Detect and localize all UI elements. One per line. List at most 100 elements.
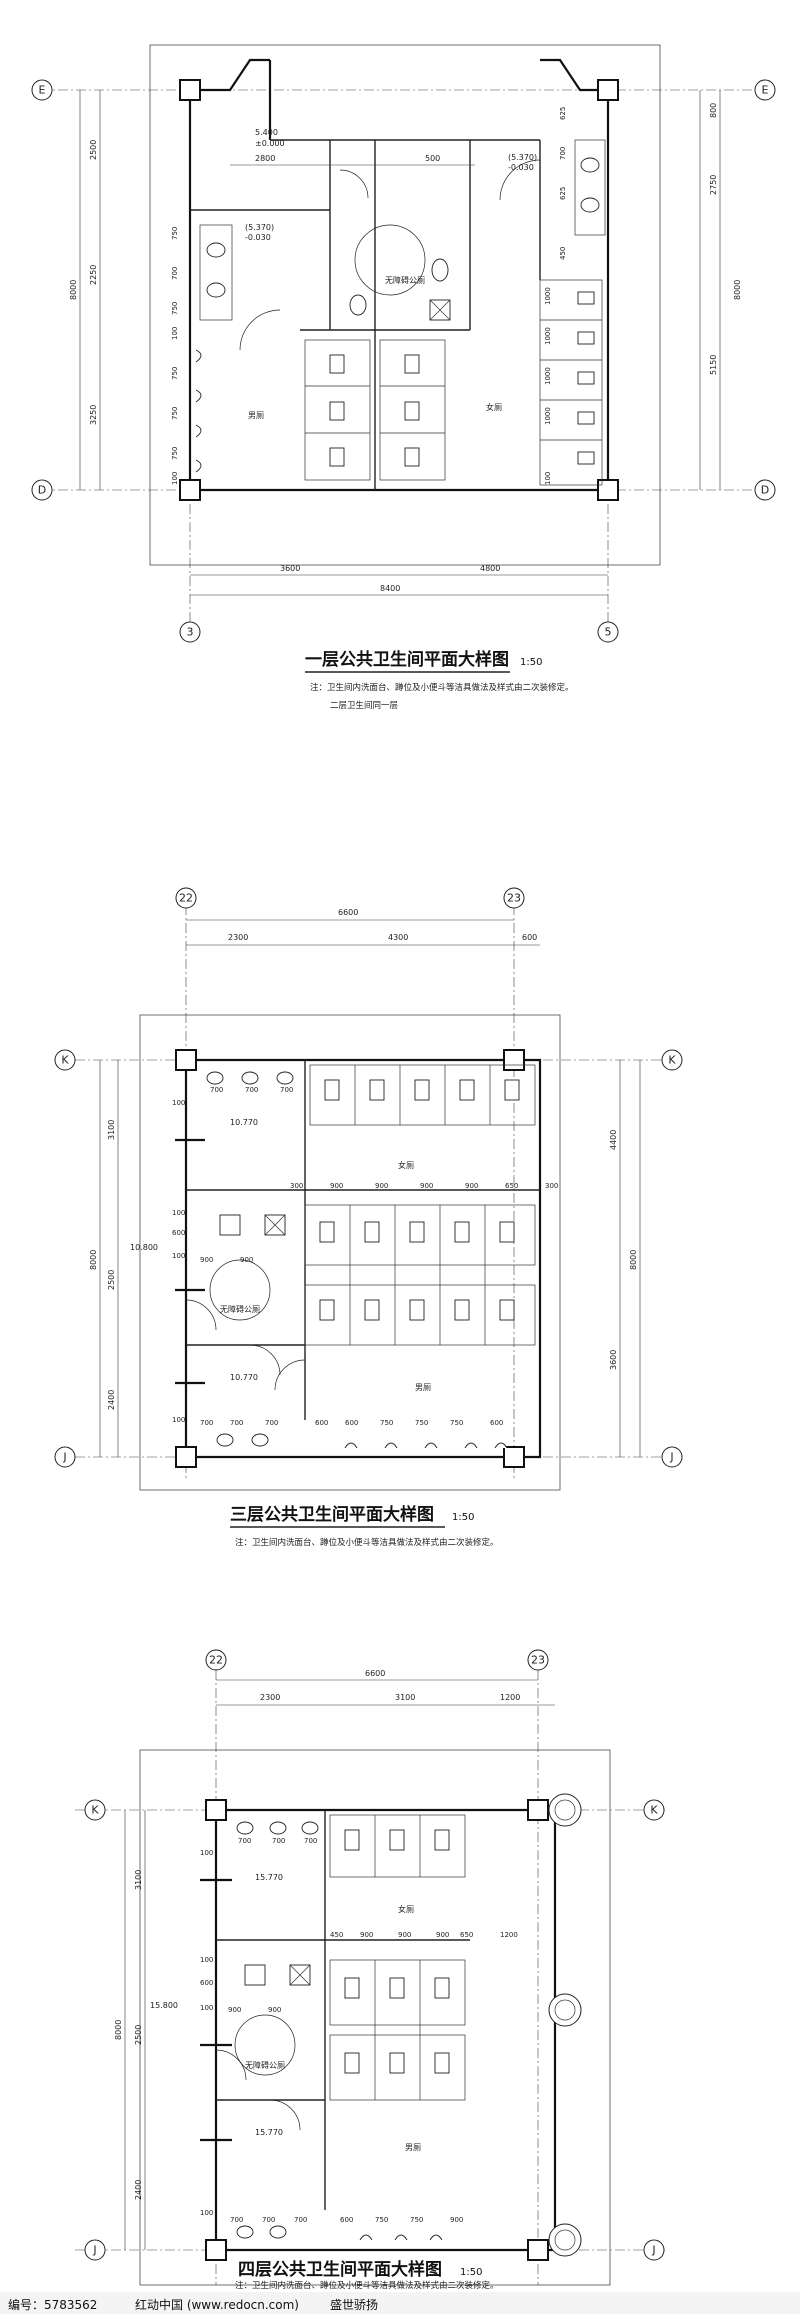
plan1-small-dim: 100 xyxy=(171,472,179,485)
plan1-dim-text: 2250 xyxy=(89,265,98,285)
plan1-dim-text: 2800 xyxy=(255,154,275,163)
plan1-axis-label: E xyxy=(39,84,46,97)
plan3-boundary xyxy=(139,1749,611,2286)
plan1-small-dim: 700 xyxy=(171,267,179,280)
plan3-dim-text: 2500 xyxy=(134,2025,143,2045)
footer-site: 红动中国 (www.redocn.com) xyxy=(135,2298,299,2312)
plan3-note: 注：卫生间内洗面台、蹲位及小便斗等洁具做法及样式由二次装修定。 xyxy=(235,2280,499,2291)
plan3-axis-j-left: J xyxy=(84,2239,106,2261)
plan3-round-column xyxy=(554,1999,576,2021)
plan3-row-dim: 900 xyxy=(436,1931,449,1939)
plan2-axis-label: 22 xyxy=(179,892,193,905)
plan2-axis-label: 23 xyxy=(507,892,521,905)
plan2-small-label: 100 xyxy=(172,1416,185,1424)
plan1-room-label: 无障碍公厕 xyxy=(385,275,425,285)
watermark-footer: 编号：5783562 红动中国 (www.redocn.com) 盛世骄扬 xyxy=(0,2292,800,2314)
plan1-small-dim: 625 xyxy=(559,187,567,200)
plan2-elevation: 10.770 xyxy=(230,1118,258,1127)
plan3-small-label: 100 xyxy=(200,2209,213,2217)
plan1-small-dim: 750 xyxy=(171,367,179,380)
plan3-column xyxy=(205,1799,227,1821)
plan1-axis-label: 5 xyxy=(605,626,612,639)
plan1-small-dim: 1000 xyxy=(544,327,552,345)
plan2-dim-text: 2500 xyxy=(107,1270,116,1290)
plan2-dim-text: 2300 xyxy=(228,933,248,942)
plan1-women-stalls xyxy=(539,279,603,486)
plan1-axis-label: D xyxy=(761,484,769,497)
plan1-small-dim: 625 xyxy=(559,107,567,120)
plan3-small-label: 600 xyxy=(200,1979,213,1987)
plan3-dim-text: 8000 xyxy=(114,2020,123,2040)
plan2-axis-k-right: K xyxy=(661,1049,683,1071)
plan1-note: 注：卫生间内洗面台、蹲位及小便斗等洁具做法及样式由二次装修定。 xyxy=(310,682,574,693)
plan2-small-label: 100 xyxy=(172,1209,185,1217)
plan3-axis-label: K xyxy=(650,1804,658,1817)
plan2-row-dim: 900 xyxy=(465,1182,478,1190)
plan3-round-column xyxy=(554,2229,576,2251)
plan2-row-dim: 700 xyxy=(230,1419,243,1427)
plan1-small-dim: 100 xyxy=(171,327,179,340)
plan3-column xyxy=(205,2239,227,2261)
plan2-row-dim: 750 xyxy=(380,1419,393,1427)
plan3-axis-label: 23 xyxy=(531,1654,545,1667)
plan-1: E E D D 3 5 xyxy=(31,44,776,711)
plan1-elevation: -0.030 xyxy=(508,163,534,172)
plan1-sinks-right xyxy=(574,139,606,236)
plan1-axis-d-left: D xyxy=(31,479,53,501)
plan1-axis-label: E xyxy=(762,84,769,97)
plan1-axis-5: 5 xyxy=(597,621,619,643)
plan3-axis-label: J xyxy=(92,2244,96,2257)
plan2-dim-text: 3100 xyxy=(107,1120,116,1140)
plan3-column xyxy=(527,2239,549,2261)
plan2-urinals xyxy=(344,1442,508,1449)
plan2-boundary xyxy=(139,1014,561,1491)
plan1-dim-text: 500 xyxy=(425,154,440,163)
plan3-scale: 1:50 xyxy=(460,2267,482,2278)
plan2-room-label: 女厕 xyxy=(398,1160,414,1170)
plan2-row-dim: 300 xyxy=(290,1182,303,1190)
plan2-mid-stalls xyxy=(304,1204,536,1346)
plan2-small-label: 900 xyxy=(200,1256,213,1264)
plan2-row-dim: 650 xyxy=(505,1182,518,1190)
plan2-row-dim: 900 xyxy=(375,1182,388,1190)
plan1-small-dim: 700 xyxy=(559,147,567,160)
plan3-round-column xyxy=(548,1993,582,2027)
plan2-row-dim: 300 xyxy=(545,1182,558,1190)
plan3-row-dim: 650 xyxy=(460,1931,473,1939)
plan1-small-dim: 750 xyxy=(171,302,179,315)
plan2-dim-text: 3600 xyxy=(609,1350,618,1370)
plan3-sinks-bottom xyxy=(236,2225,287,2239)
plan1-room-label: 男厕 xyxy=(248,411,264,420)
plan1-dim-text: 2500 xyxy=(89,140,98,160)
plan2-dim-text: 4300 xyxy=(388,933,408,942)
plan2-axis-label: K xyxy=(61,1054,69,1067)
plan3-small-label: 900 xyxy=(228,2006,241,2014)
plan3-row-dim: 450 xyxy=(330,1931,343,1939)
plan2-dim-text: 6600 xyxy=(338,908,358,917)
plan3-elevation: 15.800 xyxy=(150,2001,178,2010)
plan1-elevation: 5.400 xyxy=(255,128,278,137)
plan1-dim-text: 8000 xyxy=(69,280,78,300)
plan-2: 22 23 K K J J xyxy=(54,887,683,1548)
plan2-room-label: 男厕 xyxy=(415,1383,431,1392)
plan1-small-dim: 100 xyxy=(544,472,552,485)
plan1-scale: 1:50 xyxy=(520,657,542,668)
plan3-sinks-top xyxy=(236,1821,319,1835)
plan2-room-label: 无障碍公厕 xyxy=(220,1304,260,1314)
plan2-title: 三层公共卫生间平面大样图 xyxy=(230,1504,434,1525)
plan2-small-label: 600 xyxy=(172,1229,185,1237)
plan2-axis-label: J xyxy=(62,1451,66,1464)
plan1-boundary xyxy=(149,44,661,566)
plan2-row-dim: 900 xyxy=(420,1182,433,1190)
plan2-axis-j-right: J xyxy=(661,1446,683,1468)
plan1-elevation: (5.370) xyxy=(508,153,537,162)
plan3-room-label: 无障碍公厕 xyxy=(245,2060,285,2070)
plan3-small-label: 100 xyxy=(200,1956,213,1964)
plan3-row-dim: 700 xyxy=(304,1837,317,1845)
plan3-row-dim: 700 xyxy=(238,1837,251,1845)
plan3-round-column xyxy=(548,1793,582,1827)
plan3-mid-stalls xyxy=(329,1959,466,2101)
plan3-room-label: 男厕 xyxy=(405,2143,421,2152)
plan2-row-dim: 700 xyxy=(210,1086,223,1094)
plan3-axis-22: 22 xyxy=(205,1649,227,1671)
